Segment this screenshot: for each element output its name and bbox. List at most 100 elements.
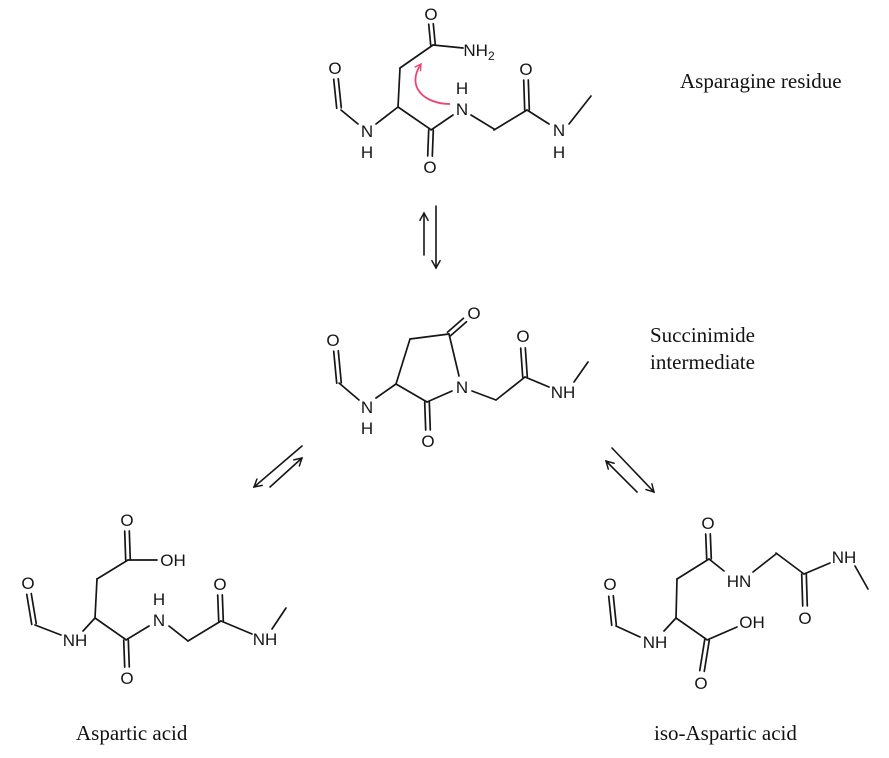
bond xyxy=(522,79,526,111)
bond xyxy=(430,114,454,131)
bond xyxy=(698,638,706,672)
bond xyxy=(675,578,678,619)
atom-label: H xyxy=(456,79,468,98)
bond xyxy=(706,626,738,641)
bond xyxy=(395,383,428,403)
bond xyxy=(568,95,592,125)
atom-label: N xyxy=(153,611,165,630)
bond xyxy=(663,617,677,632)
atom-label: HN xyxy=(727,572,752,591)
bond xyxy=(493,109,528,131)
atom-label: O xyxy=(120,669,133,688)
atom-label: O xyxy=(694,674,707,693)
equilibrium-arrow xyxy=(269,456,304,488)
bond xyxy=(94,617,126,640)
bond xyxy=(526,109,550,125)
bond xyxy=(340,109,359,125)
bond xyxy=(399,44,434,69)
atom-label: O xyxy=(467,304,480,323)
atom-label: NH xyxy=(253,630,278,649)
atom-label: O xyxy=(519,60,532,79)
bond xyxy=(216,594,220,622)
bond xyxy=(615,625,641,638)
bond xyxy=(187,620,222,642)
bond xyxy=(612,594,618,626)
bond xyxy=(397,67,401,108)
atom-label: H xyxy=(553,143,565,162)
bond xyxy=(432,44,464,49)
bond xyxy=(397,106,431,130)
bond xyxy=(122,639,126,668)
atom-label: O xyxy=(213,575,226,594)
atom-label: OH xyxy=(160,551,186,570)
bond xyxy=(427,23,432,47)
bond xyxy=(428,401,432,431)
bond xyxy=(524,376,550,388)
bond xyxy=(527,79,531,111)
bond xyxy=(854,565,869,590)
bond xyxy=(607,595,613,627)
bond xyxy=(675,617,707,640)
equilibrium-arrow xyxy=(611,447,656,494)
bond xyxy=(470,114,495,130)
bond xyxy=(82,617,96,632)
bond xyxy=(25,593,33,626)
bond xyxy=(800,573,804,607)
bond xyxy=(676,558,710,580)
bond xyxy=(375,383,397,399)
mechanism-arrow-icon xyxy=(414,62,451,105)
bond xyxy=(127,639,131,668)
bond xyxy=(128,530,132,561)
atom-label: NH2 xyxy=(463,41,495,63)
atom-label: O xyxy=(120,511,133,530)
bond xyxy=(803,562,831,575)
bond xyxy=(449,320,468,337)
bond xyxy=(432,22,437,46)
atom-label: N xyxy=(361,122,373,141)
atom-label: NH xyxy=(643,633,668,652)
equilibrium-arrow xyxy=(604,459,638,493)
atom-label: O xyxy=(326,331,339,350)
atom-label: H xyxy=(361,143,373,162)
atom-label: O xyxy=(516,327,529,346)
bond xyxy=(448,333,460,377)
atom-label: O xyxy=(603,575,616,594)
bond xyxy=(221,594,225,622)
bond xyxy=(96,559,129,580)
atom-label: O xyxy=(798,609,811,628)
atom-label: N xyxy=(456,378,468,397)
atom-label: N xyxy=(553,121,565,140)
bond xyxy=(337,349,343,384)
label-succinimide-line1: Succinimide xyxy=(650,323,755,347)
bond xyxy=(123,530,127,561)
bond xyxy=(94,578,98,619)
bond xyxy=(337,77,343,109)
atom-label: NH xyxy=(63,631,88,650)
bond xyxy=(271,607,287,630)
bond xyxy=(524,346,529,378)
bond xyxy=(30,592,38,625)
bond xyxy=(409,333,450,340)
bond xyxy=(431,129,435,157)
atom-label: O xyxy=(328,59,341,78)
bond xyxy=(805,573,809,607)
atom-label: NH xyxy=(832,548,857,567)
bond xyxy=(423,401,427,431)
label-succinimide-line2: intermediate xyxy=(650,350,755,374)
atom-label: N xyxy=(361,398,373,417)
atom-label: O xyxy=(421,432,434,451)
bond xyxy=(375,106,399,125)
label-iso-aspartic-acid: iso-Aspartic acid xyxy=(654,721,797,745)
bond xyxy=(471,390,497,401)
bond xyxy=(125,625,150,641)
atom-label: NH xyxy=(551,383,576,402)
atom-label: O xyxy=(423,158,436,177)
bond xyxy=(708,558,725,572)
label-aspartic-acid: Aspartic acid xyxy=(76,721,188,745)
bond xyxy=(573,361,589,383)
